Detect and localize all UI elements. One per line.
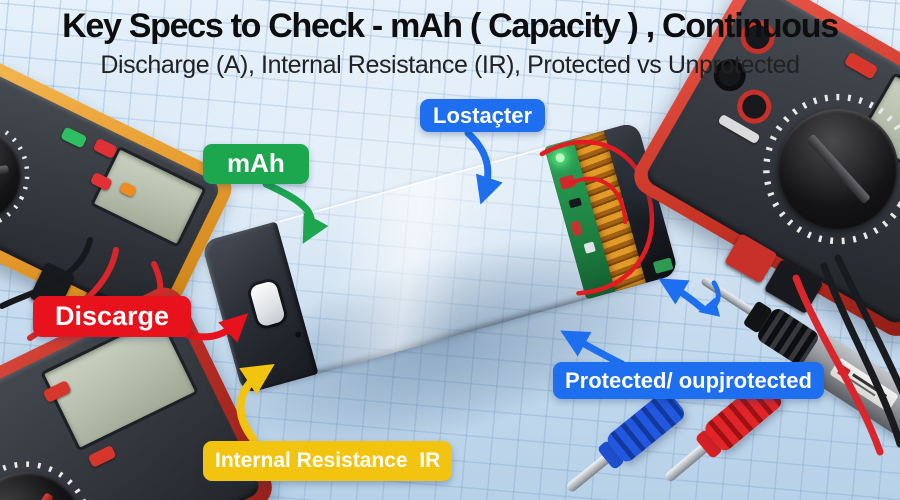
callout-internal-resistance: Internal Resistance IR [203, 441, 453, 482]
multimeter-lcd [89, 145, 207, 248]
input-jack [737, 90, 771, 124]
page-subtitle: Discharge (A), Internal Resistance (IR),… [100, 51, 800, 79]
red-button [87, 444, 117, 468]
multimeter-face [0, 62, 223, 326]
orange-multimeter [0, 46, 239, 342]
battery-body [201, 121, 679, 395]
page-title: Key Specs to Check - mAh ( Capacity ) , … [62, 7, 839, 45]
callout-protection: Protected/ oupjrotected [553, 362, 824, 400]
red-jumper-wire [539, 139, 655, 296]
green-button [60, 126, 88, 149]
callout-capacity: mAh [203, 144, 309, 184]
battery-power-bank [194, 121, 706, 493]
dial-pointer [805, 133, 871, 205]
dial-tick-ring [0, 461, 92, 500]
dial-tick-ring [0, 119, 30, 230]
callout-discharge: Discarge [33, 296, 192, 338]
callout-circuit: Lostaçter [420, 99, 546, 133]
